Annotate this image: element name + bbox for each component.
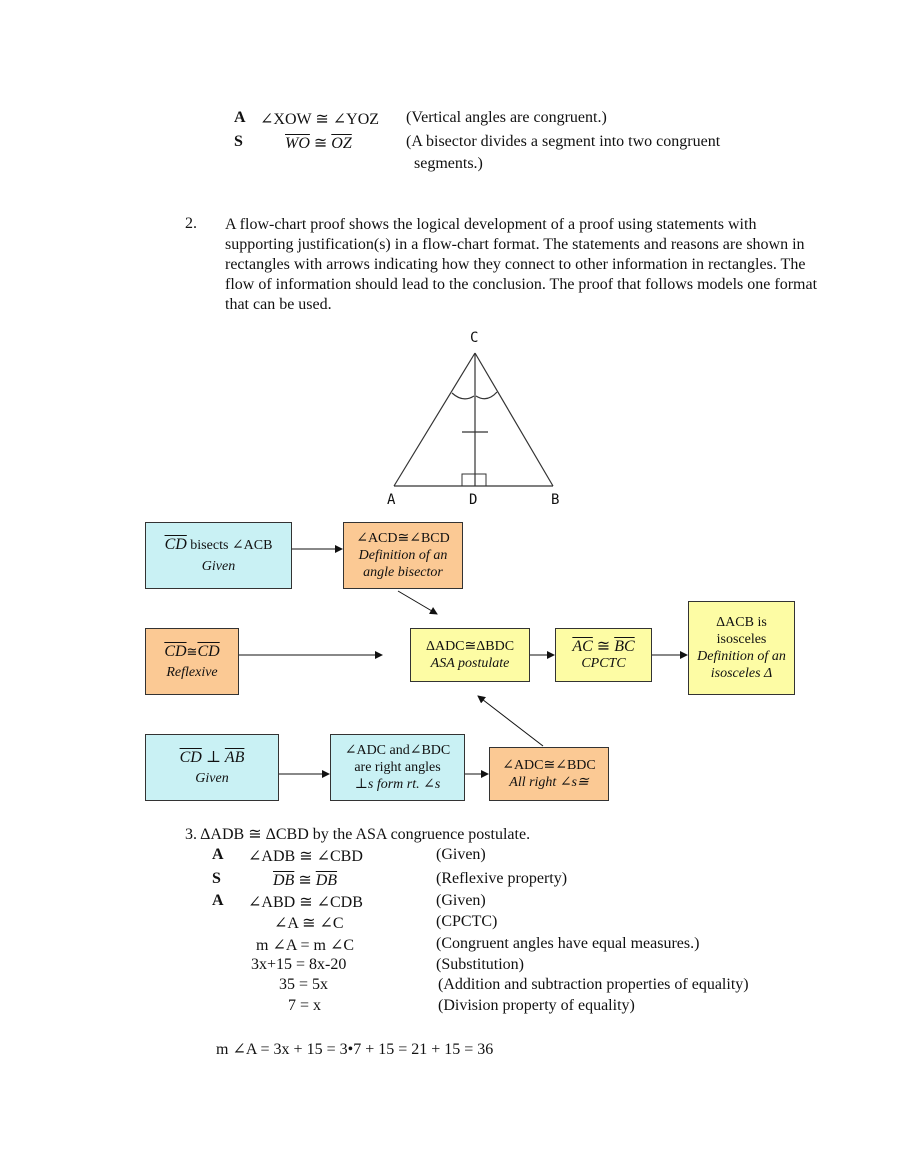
reason: (Congruent angles have equal measures.) bbox=[436, 935, 700, 952]
flow-box-isosceles: ΔACB is isosceles Definition of an isosc… bbox=[688, 601, 795, 695]
flow-box-all-right: ∠ADC≅∠BDC All right ∠s≅ bbox=[489, 747, 609, 801]
statement: 7 = x bbox=[288, 997, 322, 1014]
reason: (Given) bbox=[436, 846, 486, 863]
vertex-label-a: A bbox=[387, 492, 396, 508]
item2-paragraph: A flow-chart proof shows the logical dev… bbox=[225, 216, 818, 313]
statement: m ∠A = m ∠C bbox=[256, 937, 355, 954]
statement: 3x+15 = 8x-20 bbox=[251, 956, 347, 973]
reason-continued: segments.) bbox=[414, 155, 483, 172]
vertex-label-b: B bbox=[551, 492, 560, 508]
statement: WO ≅ OZ bbox=[285, 135, 352, 152]
statement: 35 = 5x bbox=[279, 976, 329, 993]
flow-box-reflexive: CD≅CD Reflexive bbox=[145, 628, 239, 695]
flow-box-given-bisects: CD bisects ∠ACB Given bbox=[145, 522, 292, 589]
row-letter: A bbox=[212, 892, 224, 909]
reason: (Given) bbox=[436, 892, 486, 909]
row-letter: A bbox=[212, 846, 224, 863]
vertex-label-d: D bbox=[469, 492, 478, 508]
row-letter: A bbox=[234, 109, 246, 126]
reason: (A bisector divides a segment into two c… bbox=[406, 133, 721, 150]
flow-box-cpctc: AC ≅ BC CPCTC bbox=[555, 628, 652, 682]
final-computation: m ∠A = 3x + 15 = 3•7 + 15 = 21 + 15 = 36 bbox=[216, 1041, 494, 1058]
reason: (Vertical angles are congruent.) bbox=[406, 109, 607, 126]
flow-box-right-angles: ∠ADC and∠BDC are right angles ⊥s form rt… bbox=[330, 734, 465, 801]
statement: ∠A ≅ ∠C bbox=[274, 915, 344, 932]
row-letter: S bbox=[234, 133, 243, 150]
item3-heading: 3. ΔADB ≅ ΔCBD by the ASA congruence pos… bbox=[185, 826, 531, 843]
reason: (Substitution) bbox=[436, 956, 525, 973]
flow-box-perpendicular: CD ⊥ AB Given bbox=[145, 734, 279, 801]
flow-box-asa: ΔADC≅ΔBDC ASA postulate bbox=[410, 628, 530, 682]
reason: (CPCTC) bbox=[436, 913, 498, 930]
row-letter: S bbox=[212, 870, 221, 887]
statement: DB ≅ DB bbox=[273, 872, 338, 889]
reason: (Addition and subtraction properties of … bbox=[438, 976, 749, 993]
reason: (Division property of equality) bbox=[438, 997, 635, 1014]
reason: (Reflexive property) bbox=[436, 870, 568, 887]
vertex-label-c: C bbox=[470, 330, 479, 346]
statement: ∠ABD ≅ ∠CDB bbox=[248, 894, 363, 911]
flow-box-angle-bisector: ∠ACD≅∠BCD Definition of an angle bisecto… bbox=[343, 522, 463, 589]
item-number: 2. bbox=[185, 215, 197, 232]
statement: ∠ADB ≅ ∠CBD bbox=[248, 848, 363, 865]
statement: ∠XOW ≅ ∠YOZ bbox=[260, 111, 380, 128]
